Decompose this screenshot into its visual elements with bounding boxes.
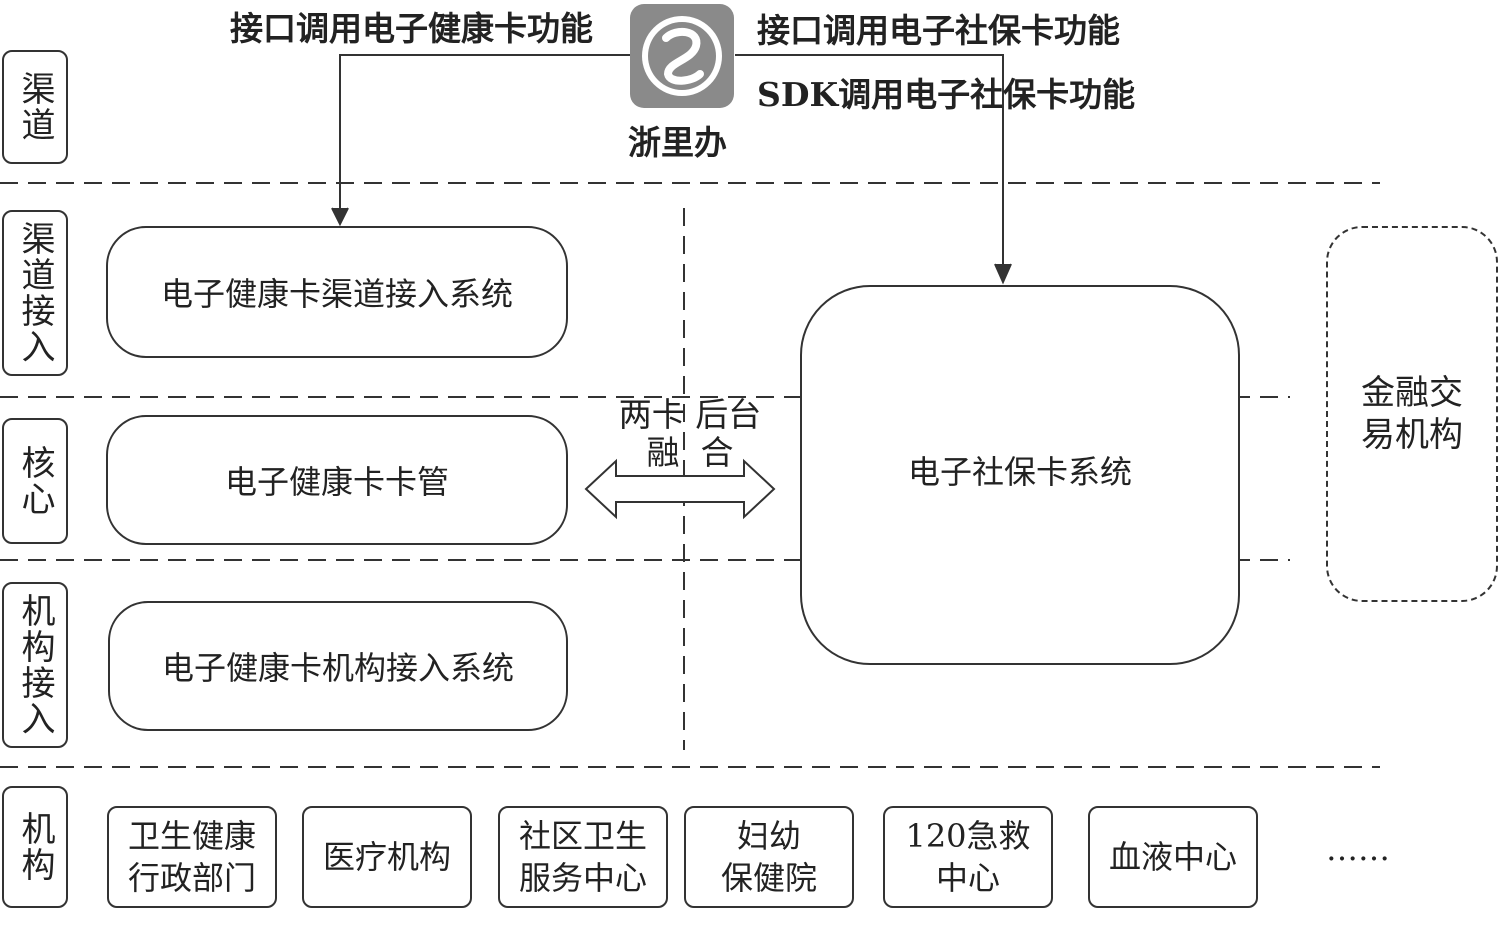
fusion-label-line1: 两卡 后台 bbox=[618, 395, 762, 434]
layer-label-channel: 渠道 bbox=[2, 50, 68, 164]
social-interface-label: 接口调用电子社保卡功能 bbox=[757, 11, 1120, 50]
channel-access-system[interactable]: 电子健康卡渠道接入系统 bbox=[106, 226, 568, 358]
financial-institution[interactable]: 金融交易机构 bbox=[1326, 226, 1498, 602]
app-name-label: 浙里办 bbox=[628, 123, 727, 162]
social-card-system[interactable]: 电子社保卡系统 bbox=[800, 285, 1240, 665]
layer-label-institution-access: 机构接入 bbox=[2, 582, 68, 748]
zheliban-logo-icon[interactable] bbox=[630, 4, 734, 108]
health-interface-arrow bbox=[339, 54, 632, 222]
more-institutions-ellipsis: …… bbox=[1326, 830, 1390, 868]
fusion-double-arrow bbox=[584, 458, 776, 520]
institution-access-system[interactable]: 电子健康卡机构接入系统 bbox=[108, 601, 568, 731]
card-management-system[interactable]: 电子健康卡卡管 bbox=[106, 415, 568, 545]
institution-community-health[interactable]: 社区卫生 服务中心 bbox=[498, 806, 668, 908]
layer-label-institution: 机构 bbox=[2, 786, 68, 908]
institution-health-admin[interactable]: 卫生健康 行政部门 bbox=[107, 806, 277, 908]
fusion-label-line2: 融 合 bbox=[646, 433, 734, 472]
institution-maternal-child[interactable]: 妇幼 保健院 bbox=[684, 806, 854, 908]
institution-blood-center[interactable]: 血液中心 bbox=[1088, 806, 1258, 908]
layer-label-core: 核心 bbox=[2, 418, 68, 544]
social-sdk-label: SDK调用电子社保卡功能 bbox=[757, 75, 1136, 114]
institution-medical[interactable]: 医疗机构 bbox=[302, 806, 472, 908]
layer-label-channel-access: 渠道接入 bbox=[2, 210, 68, 376]
social-interface-arrow bbox=[735, 54, 1004, 280]
health-interface-label: 接口调用电子健康卡功能 bbox=[230, 9, 593, 48]
fusion-label: 两卡 后台 融 合 bbox=[610, 396, 770, 472]
institution-emergency-120[interactable]: 120急救 中心 bbox=[883, 806, 1053, 908]
